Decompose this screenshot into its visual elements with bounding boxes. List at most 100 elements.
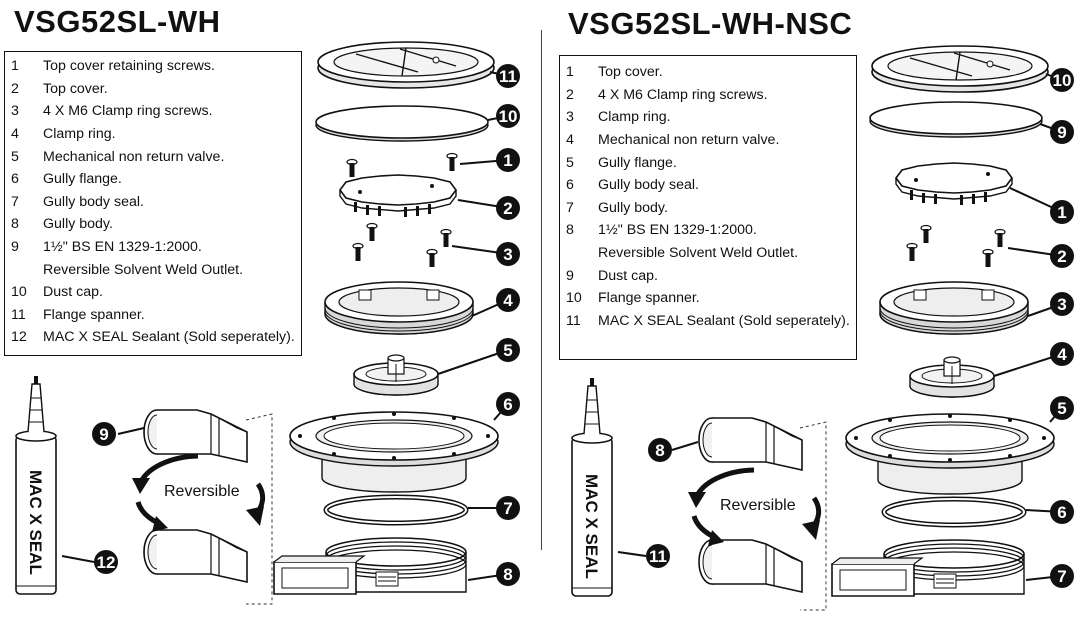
legend-item-number: 1 (11, 58, 19, 75)
legend-item-number: 9 (11, 239, 19, 256)
right-callout-dust-cap-number: 9 (1057, 123, 1066, 142)
left-callouts: 11 10 1 2 3 4 5 6 7 8 9 12 (61, 64, 520, 586)
left-callout-top-screws-number: 1 (503, 151, 512, 170)
left-callout-clamp-ring-number: 4 (503, 291, 513, 310)
left-non-return-valve (353, 354, 439, 396)
right-callout-valve-number: 4 (1057, 345, 1067, 364)
right-non-return-valve (909, 356, 995, 398)
legend-item-text: Mechanical non return valve. (598, 132, 780, 149)
legend-row: 8 Gully body. (5, 213, 295, 236)
left-flange-spanner (317, 41, 495, 89)
left-callout-dust-cap-number: 10 (499, 107, 518, 126)
left-callout-outlet (92, 422, 116, 446)
right-callout-body-number: 7 (1057, 567, 1066, 586)
right-callout-clamp-ring (1050, 292, 1074, 316)
right-clamp-ring-screw (920, 224, 932, 244)
legend-row: 5 Gully flange. (560, 151, 850, 174)
right-clamp-ring (879, 281, 1029, 335)
left-callout-body-number: 8 (503, 565, 512, 584)
right-exploded-view: Reversible MAC X SEAL (571, 45, 1055, 611)
right-callout-dust-cap (1050, 120, 1074, 144)
legend-item-number: 11 (566, 312, 581, 329)
legend-item-text: Mechanical non return valve. (43, 148, 225, 165)
left-callout-clamp-ring (496, 288, 520, 312)
right-callouts: 10 9 1 2 3 4 5 6 7 8 11 (617, 68, 1074, 588)
right-callout-seal-number: 6 (1057, 503, 1066, 522)
left-sealant-tube-label: MAC X SEAL (26, 470, 45, 575)
left-clamp-ring-screw (440, 228, 452, 248)
legend-item-number: 2 (566, 86, 574, 103)
legend-item-text: Gully flange. (598, 154, 677, 171)
right-clamp-ring-screw (994, 228, 1006, 248)
legend-item-number: 8 (566, 222, 574, 239)
right-callout-top-cover-number: 1 (1057, 203, 1066, 222)
left-gully-body-seal (326, 497, 466, 523)
left-clamp-ring-screw (426, 248, 438, 268)
right-callout-outlet-number: 8 (655, 441, 664, 460)
legend-item-text: Flange spanner. (43, 306, 145, 323)
left-callout-spanner (496, 64, 520, 88)
right-callout-flange (1050, 396, 1074, 420)
legend-item-text: MAC X SEAL Sealant (Sold seperately). (43, 329, 295, 346)
right-gully-flange (845, 413, 1055, 495)
right-callout-outlet (648, 438, 672, 462)
right-callout-clamp-ring-number: 3 (1057, 295, 1066, 314)
left-callout-sealant (94, 550, 118, 574)
legend-item-text: Dust cap. (598, 267, 658, 284)
left-dust-cap (315, 105, 489, 142)
legend-item-number: 12 (11, 329, 27, 346)
right-outlet-lower (698, 539, 803, 593)
right-clamp-ring-screw (982, 248, 994, 268)
legend-item-number: 7 (566, 199, 574, 216)
legend-item-text: Gully flange. (43, 171, 122, 188)
legend-item-number: 1 (566, 64, 574, 81)
right-callout-flange-number: 5 (1057, 399, 1066, 418)
left-clamp-ring-screw (352, 242, 364, 262)
right-callout-clamp-screws-number: 2 (1057, 247, 1066, 266)
left-callout-body (496, 562, 520, 586)
right-callout-clamp-screws (1050, 244, 1074, 268)
left-top-cover-screw (346, 158, 358, 178)
left-diagram-title: VSG52SL-WH (14, 4, 221, 39)
legend-row: 3 4 X M6 Clamp ring screws. (5, 100, 295, 123)
left-callout-flange (496, 392, 520, 416)
legend-item-text: MAC X SEAL Sealant (Sold seperately). (598, 312, 850, 329)
legend-item-number: 10 (566, 290, 582, 307)
left-gully-body (273, 537, 467, 595)
legend-item-number: 5 (566, 154, 574, 171)
right-reversible-label: Reversible (720, 497, 796, 514)
legend-item-text: 4 X M6 Clamp ring screws. (43, 103, 213, 120)
legend-item-text: 1½" BS EN 1329-1:2000. (598, 222, 757, 239)
legend-row: Reversible Solvent Weld Outlet. (560, 242, 850, 265)
left-callout-valve-number: 5 (503, 341, 512, 360)
left-top-cover-screw (446, 152, 458, 172)
left-callout-seal-number: 7 (503, 499, 512, 518)
legend-item-number: 3 (11, 103, 19, 120)
legend-item-text: Gully body seal. (43, 193, 144, 210)
left-callout-top-cover-number: 2 (503, 199, 512, 218)
legend-item-text: Gully body. (43, 216, 113, 233)
left-top-cover (339, 174, 457, 218)
right-dust-cap (869, 101, 1043, 138)
left-callout-flange-number: 6 (503, 395, 512, 414)
right-top-cover (895, 162, 1013, 206)
legend-item-text: Flange spanner. (598, 290, 700, 307)
left-callout-sealant-number: 12 (97, 553, 116, 572)
right-flange-spanner (871, 45, 1049, 93)
legend-item-text: Clamp ring. (598, 109, 671, 126)
legend-item-number: 8 (11, 216, 19, 233)
left-gully-flange (289, 411, 499, 493)
left-reversible-label: Reversible (164, 483, 240, 500)
left-outlet-lower (143, 529, 248, 583)
